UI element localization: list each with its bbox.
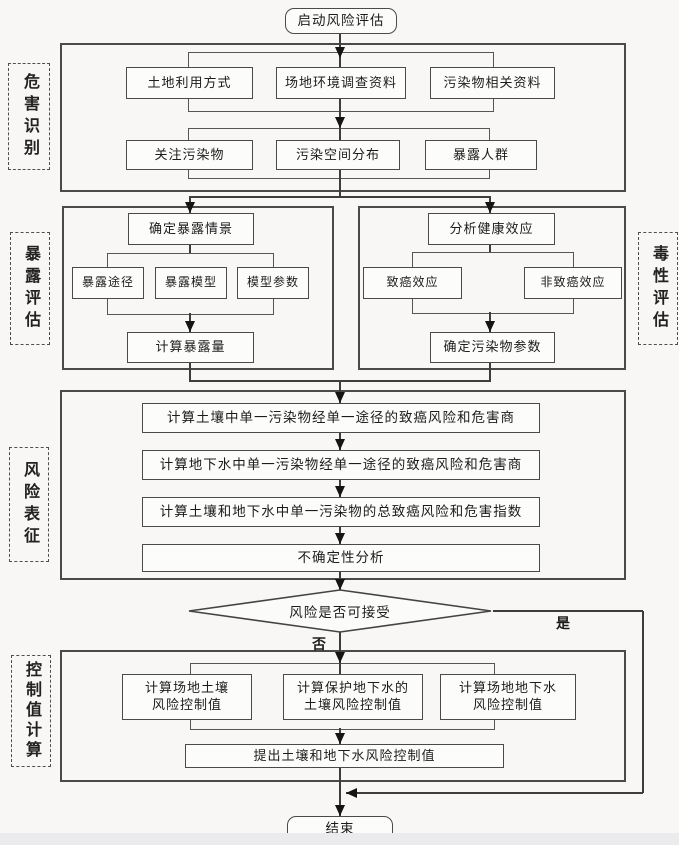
phase-label-risk: 风险表征 [9,447,49,562]
phase-label-toxicity: 毒性评估 [638,232,678,345]
node-determine-pollutant-parameters: 确定污染物参数 [430,332,555,363]
node-site-survey-data: 场地环境调查资料 [276,67,406,99]
node-soil-control-value: 计算场地土壤 风险控制值 [122,674,252,720]
section-control-value [60,650,626,782]
arrow-down-icon [335,486,345,497]
arrow-down-icon [335,392,345,403]
branch-yes-label: 是 [556,615,571,631]
flow-line [339,766,341,816]
arrow-down-icon [335,533,345,544]
node-risk-soil-single: 计算土壤中单一污染物经单一途径的致癌风险和危害商 [142,403,540,433]
arrow-left-icon [346,788,357,798]
arrow-down-icon [335,805,345,816]
flow-line [489,243,491,252]
node-uncertainty-analysis: 不确定性分析 [142,544,540,572]
page-bottom-band [0,833,679,845]
arrow-down-icon [335,579,345,590]
flow-line-yes [346,792,643,794]
node-non-carcinogenic-effects: 非致癌效应 [524,267,622,299]
decision-diamond [188,589,492,633]
node-exposure-model: 暴露模型 [155,267,227,299]
flow-line-yes [493,610,643,612]
flow-line [489,361,491,382]
arrow-down-icon [335,733,345,744]
flow-line-yes [642,611,644,793]
node-risk-total: 计算土壤和地下水中单一污染物的总致癌风险和危害指数 [142,497,540,527]
arrow-down-icon [485,321,495,332]
arrow-down-icon [335,439,345,450]
node-groundwater-protect-soil-control-value: 计算保护地下水的 土壤风险控制值 [283,674,423,720]
arrow-down-icon [485,202,495,213]
node-model-parameters: 模型参数 [237,267,309,299]
decision-label: 风险是否可接受 [289,605,391,620]
arrow-down-icon [185,202,195,213]
node-exposure-pathway: 暴露途径 [72,267,144,299]
branch-no-label: 否 [312,636,327,652]
arrow-down-icon [335,652,345,663]
phase-label-control: 控制值计算 [11,655,51,767]
flow-line [189,361,191,382]
flow-line [189,243,191,253]
node-site-groundwater-control-value: 计算场地地下水 风险控制值 [440,674,576,720]
flow-line [339,168,341,198]
arrow-down-icon [185,321,195,332]
section-exposure-assessment [62,206,334,370]
node-start: 启动风险评估 [285,8,397,34]
arrow-down-icon [335,117,345,128]
node-pollution-spatial-distribution: 污染空间分布 [276,140,400,170]
flow-line-split [190,196,490,198]
phase-label-hazard: 危害识别 [8,63,50,170]
node-analyze-health-effects: 分析健康效应 [428,213,555,245]
node-exposure-scenario: 确定暴露情景 [128,213,254,245]
node-risk-groundwater-single: 计算地下水中单一污染物经单一途径的致癌风险和危害商 [142,450,540,480]
node-contaminants-of-concern: 关注污染物 [126,140,253,170]
phase-label-exposure: 暴露评估 [10,232,50,345]
section-hazard-identification [60,43,626,192]
node-pollutant-data: 污染物相关资料 [430,67,555,99]
arrow-down-icon [335,47,345,58]
node-land-use: 土地利用方式 [126,67,253,99]
node-calc-exposure: 计算暴露量 [127,332,254,363]
node-propose-control-values: 提出土壤和地下水风险控制值 [185,744,504,768]
node-carcinogenic-effects: 致癌效应 [363,267,462,299]
node-exposed-population: 暴露人群 [425,140,537,170]
